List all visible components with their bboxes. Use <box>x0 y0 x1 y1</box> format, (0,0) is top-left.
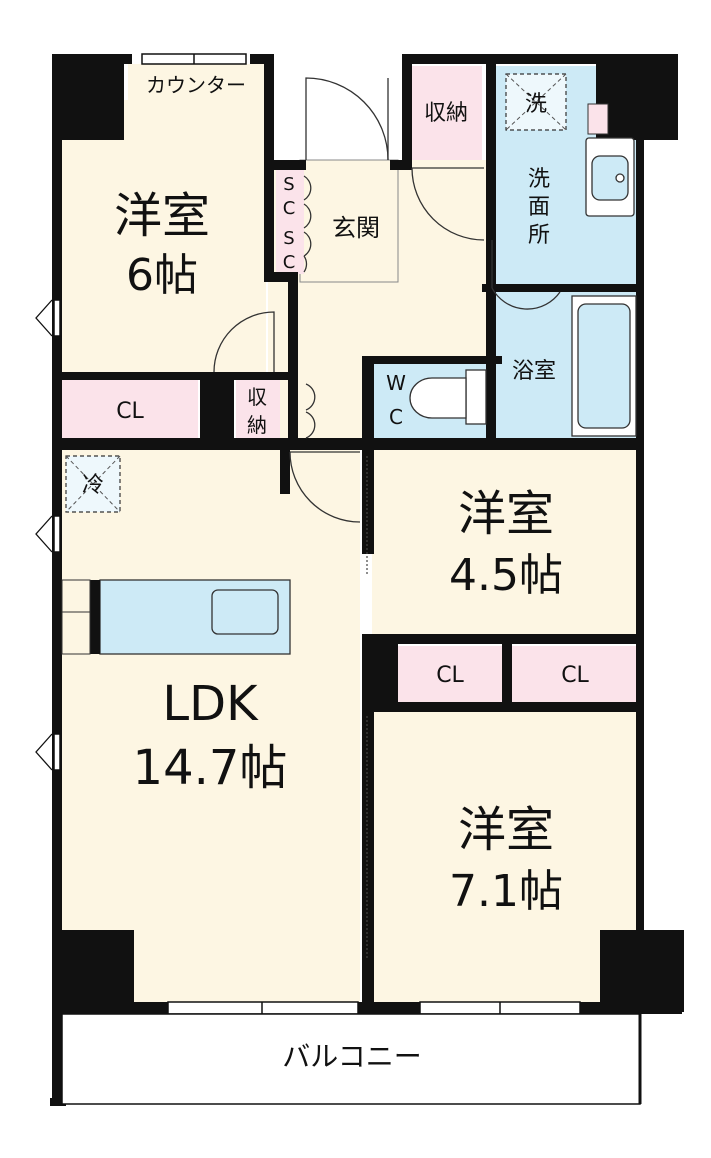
door-swing-icon <box>213 77 561 523</box>
walls <box>50 54 684 1106</box>
room-western-4-5-floor <box>372 448 640 638</box>
wc-label-w: W <box>386 371 406 395</box>
fridge-label: 冷 <box>82 473 104 498</box>
storage-small-floor <box>236 380 280 440</box>
closet-b-label: CL <box>436 663 464 688</box>
closet-c-label: CL <box>561 663 589 688</box>
room-western-7-1-floor <box>372 708 640 1003</box>
window-icon <box>53 53 581 1015</box>
washer-pan <box>505 73 567 131</box>
room-western-6-size: 6帖 <box>126 250 198 301</box>
ldk-name: LDK <box>162 676 259 732</box>
room-western-4-5-size: 4.5帖 <box>449 550 563 601</box>
shoe-closet-s2: S <box>283 228 294 249</box>
room-western-4-5-name: 洋室 <box>458 486 554 542</box>
wc-label-c: C <box>389 405 403 429</box>
room-western-6-name: 洋室 <box>114 188 210 244</box>
ldk-size: 14.7帖 <box>133 740 288 796</box>
balcony-label: バルコニー <box>282 1040 421 1073</box>
counter-label: カウンター <box>146 73 246 97</box>
ldk-floor <box>58 448 360 1003</box>
washroom-shelf <box>587 103 609 135</box>
shoe-closet-c2: C <box>283 252 296 273</box>
shoe-closet-floor <box>276 168 304 274</box>
toilet-icon <box>409 369 487 425</box>
shoe-closet-c1: C <box>283 198 296 219</box>
entrance-floor <box>299 159 399 283</box>
room-western-6-floor <box>58 100 266 378</box>
shoe-closet-s1: S <box>283 174 294 195</box>
closet-a-floor <box>62 380 198 438</box>
washbasin-icon <box>585 137 635 217</box>
washroom-label-2: 面 <box>528 195 550 220</box>
room-western-7-1-size: 7.1帖 <box>449 866 563 917</box>
storage-small-label-1: 収 <box>247 385 267 409</box>
storage-top-label: 収納 <box>424 101 468 126</box>
counter-area <box>128 64 266 104</box>
closet-c-floor <box>512 646 638 702</box>
washroom-label-1: 洗 <box>528 167 550 192</box>
bathroom-label: 浴室 <box>512 359 556 384</box>
closet-b-floor <box>398 646 502 702</box>
room-western-7-1-name: 洋室 <box>458 802 554 858</box>
window-sash-marks <box>35 299 53 771</box>
bathtub-icon <box>571 295 637 437</box>
washroom-label-3: 所 <box>528 223 550 248</box>
entrance-label: 玄関 <box>332 214 380 242</box>
storage-small-label-2: 納 <box>247 413 267 437</box>
washer-label: 洗 <box>525 92 547 117</box>
balcony-area <box>61 1013 641 1105</box>
fridge-space <box>65 455 121 513</box>
kitchen-counter-icon <box>61 579 291 655</box>
closet-a-label: CL <box>116 399 144 424</box>
storage-top-floor <box>412 66 482 160</box>
